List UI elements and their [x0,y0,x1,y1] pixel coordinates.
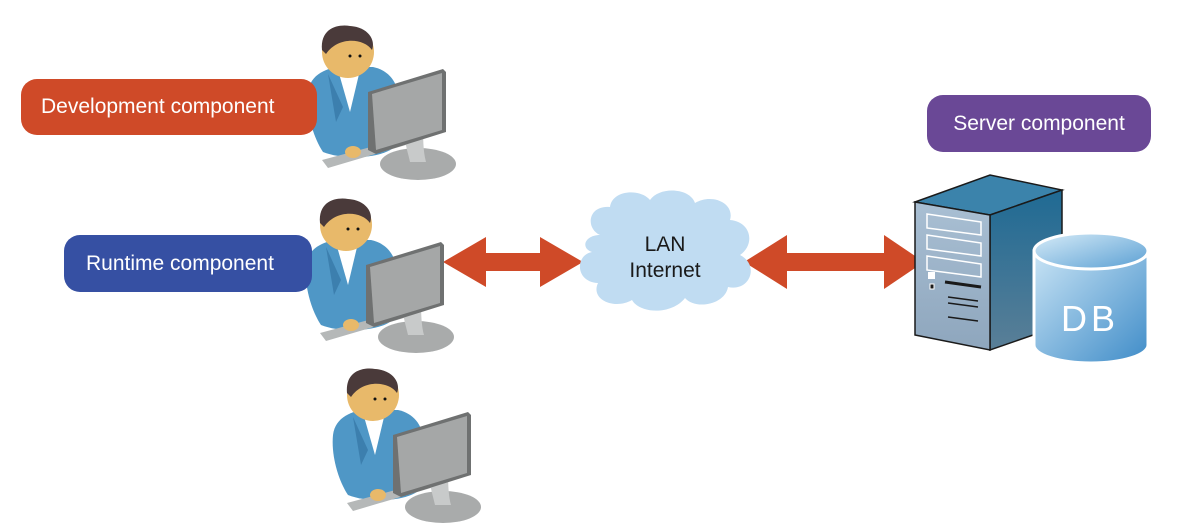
network-label: LAN Internet [620,232,710,284]
user-workstation-icon [332,368,481,523]
network-label-internet: Internet [629,259,701,282]
user-workstation-icon [305,198,454,353]
user-workstation-icon [307,25,456,180]
server-component-label: Server component [927,95,1151,152]
database-label: DB [1060,298,1119,339]
runtime-component-label: Runtime component [64,235,312,292]
cloud-icon [579,190,751,311]
server-icon [912,174,1065,352]
development-component-label: Development component [21,79,317,135]
bidirectional-arrow-right [744,235,924,289]
bidirectional-arrow-left [443,237,583,287]
database-icon [1032,231,1150,365]
network-label-lan: LAN [644,233,686,256]
